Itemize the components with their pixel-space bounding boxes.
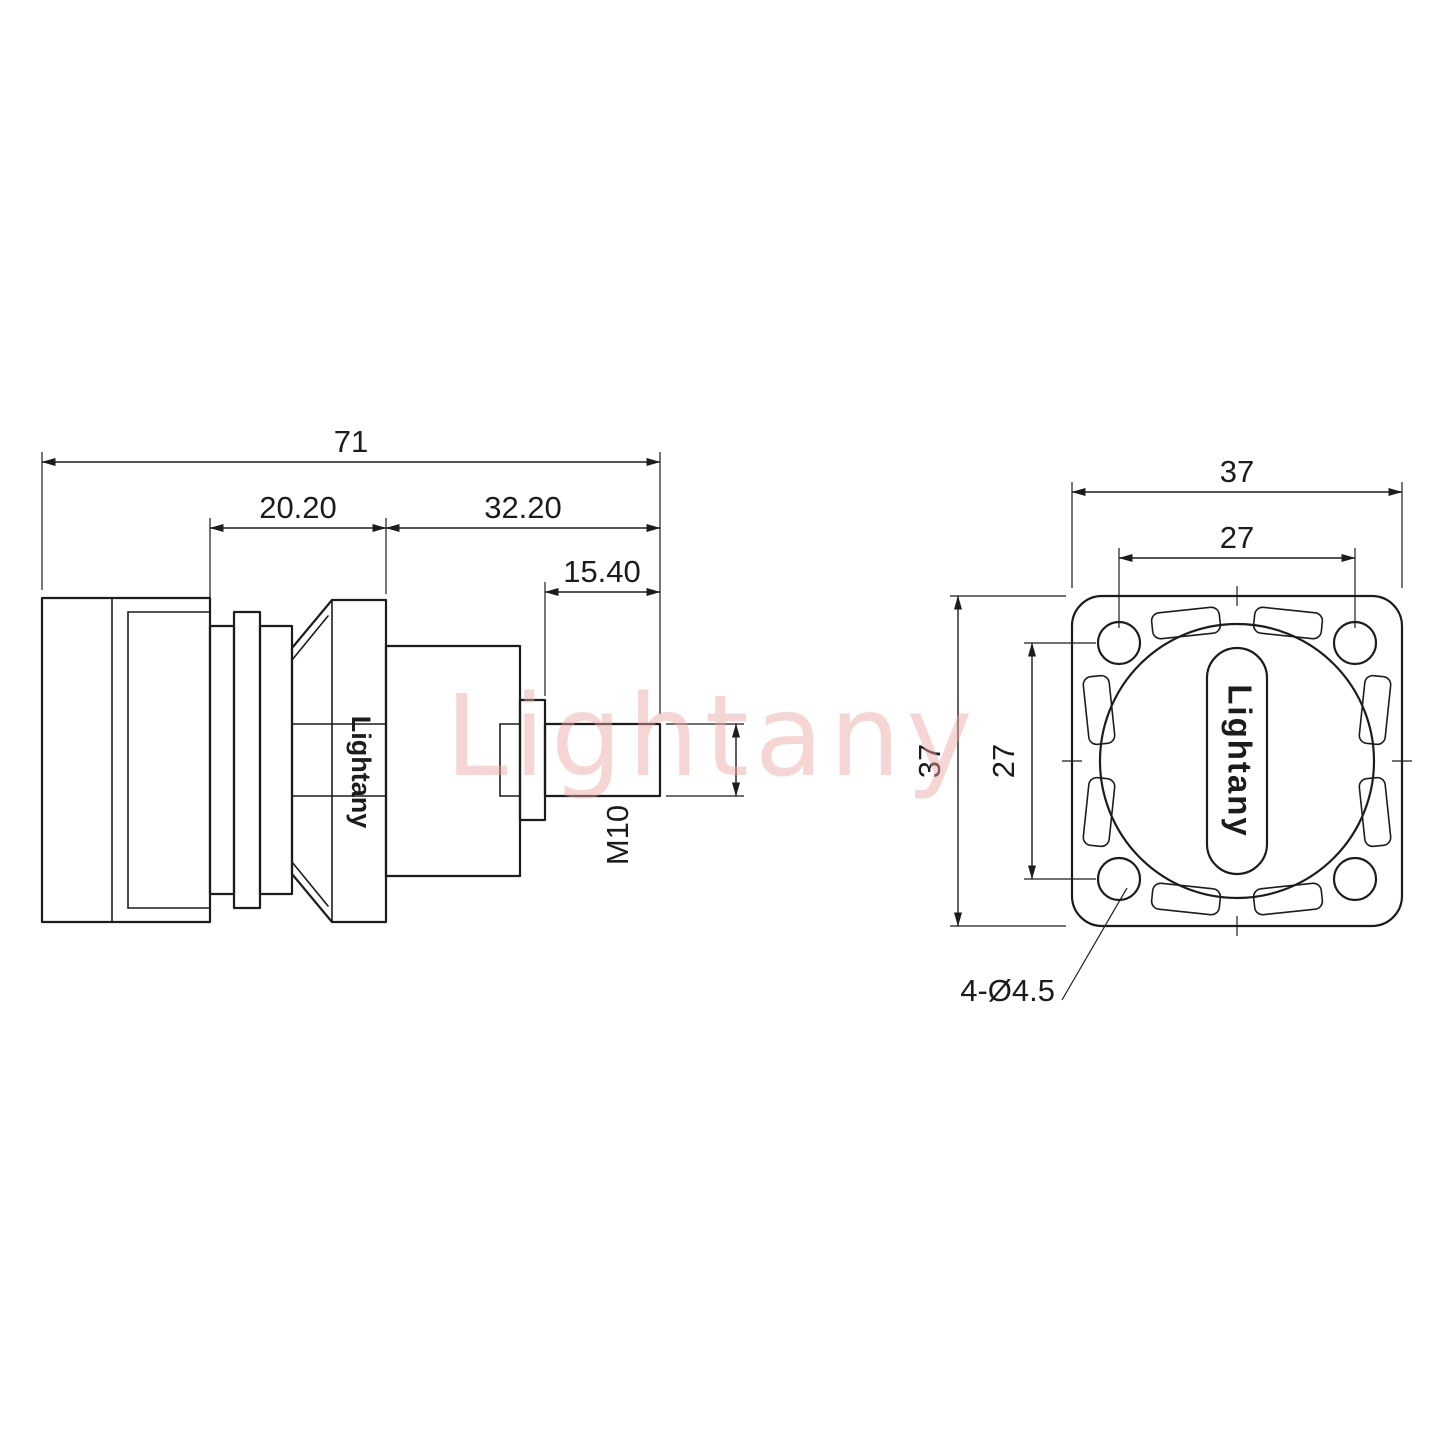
mounting-hole [1096, 620, 1142, 666]
side-view-part: Lightany [40, 596, 662, 924]
dim-total-length-label: 71 [334, 424, 368, 459]
side-view-brand-label: Lightany [346, 716, 376, 829]
side-view: Lightany 71 20.20 32.20 15.40 [40, 424, 744, 924]
cutout-window [1150, 606, 1222, 640]
hole-callout-label: 4-Ø4.5 [960, 973, 1055, 1008]
dim-front-length-label: 32.20 [484, 490, 562, 525]
dimension-flange-height: 37 [912, 595, 1066, 927]
clamp-ring [208, 624, 236, 896]
dim-hole-spacing-h-label: 27 [1220, 520, 1254, 555]
callout-mounting-holes: 4-Ø4.5 [960, 887, 1128, 1008]
dimension-stud-length: 15.40 [544, 554, 661, 696]
dim-flange-height-label: 37 [912, 744, 947, 778]
dim-rear-length-label: 20.20 [259, 490, 337, 525]
front-view: Lightany 37 27 [912, 454, 1412, 1008]
mounting-hole [1096, 856, 1142, 902]
cutout-window [1252, 606, 1324, 640]
dimension-rear-front-length: 20.20 32.20 [209, 490, 661, 622]
dim-stud-length-label: 15.40 [563, 554, 641, 589]
bell-gusset-line [291, 615, 329, 661]
center-slot [1205, 646, 1269, 876]
dimension-hole-spacing-horizontal: 27 [1118, 520, 1356, 628]
dim-flange-width-label: 37 [1220, 454, 1254, 489]
front-view-part: Lightany [1062, 586, 1412, 936]
cutout-window [1150, 882, 1222, 916]
front-view-brand-label: Lightany [1221, 684, 1258, 838]
dimension-thread: M10 [600, 723, 744, 865]
dimension-total-length: 71 [41, 424, 661, 714]
dim-thread-label: M10 [600, 805, 635, 865]
mounting-hole [1332, 620, 1378, 666]
cutout-window [1358, 674, 1392, 746]
clamp-ring [258, 624, 294, 896]
cutout-window [1252, 882, 1324, 916]
cutout-window [1082, 776, 1116, 848]
cutout-window [1358, 776, 1392, 848]
bell-gusset-line [291, 861, 329, 907]
rear-boot-outline [40, 596, 212, 924]
watermark-text: Lightany [445, 672, 978, 802]
dim-hole-spacing-v-label: 27 [986, 744, 1021, 778]
cutout-window [1082, 674, 1116, 746]
barrel-circle [1098, 622, 1376, 900]
dimension-hole-spacing-vertical: 27 [986, 642, 1096, 880]
threaded-stud [543, 722, 662, 798]
dimension-flange-width: 37 [1071, 454, 1403, 588]
mounting-hole [1332, 856, 1378, 902]
leader-line [1061, 887, 1128, 1001]
clamp-ring [232, 610, 262, 910]
